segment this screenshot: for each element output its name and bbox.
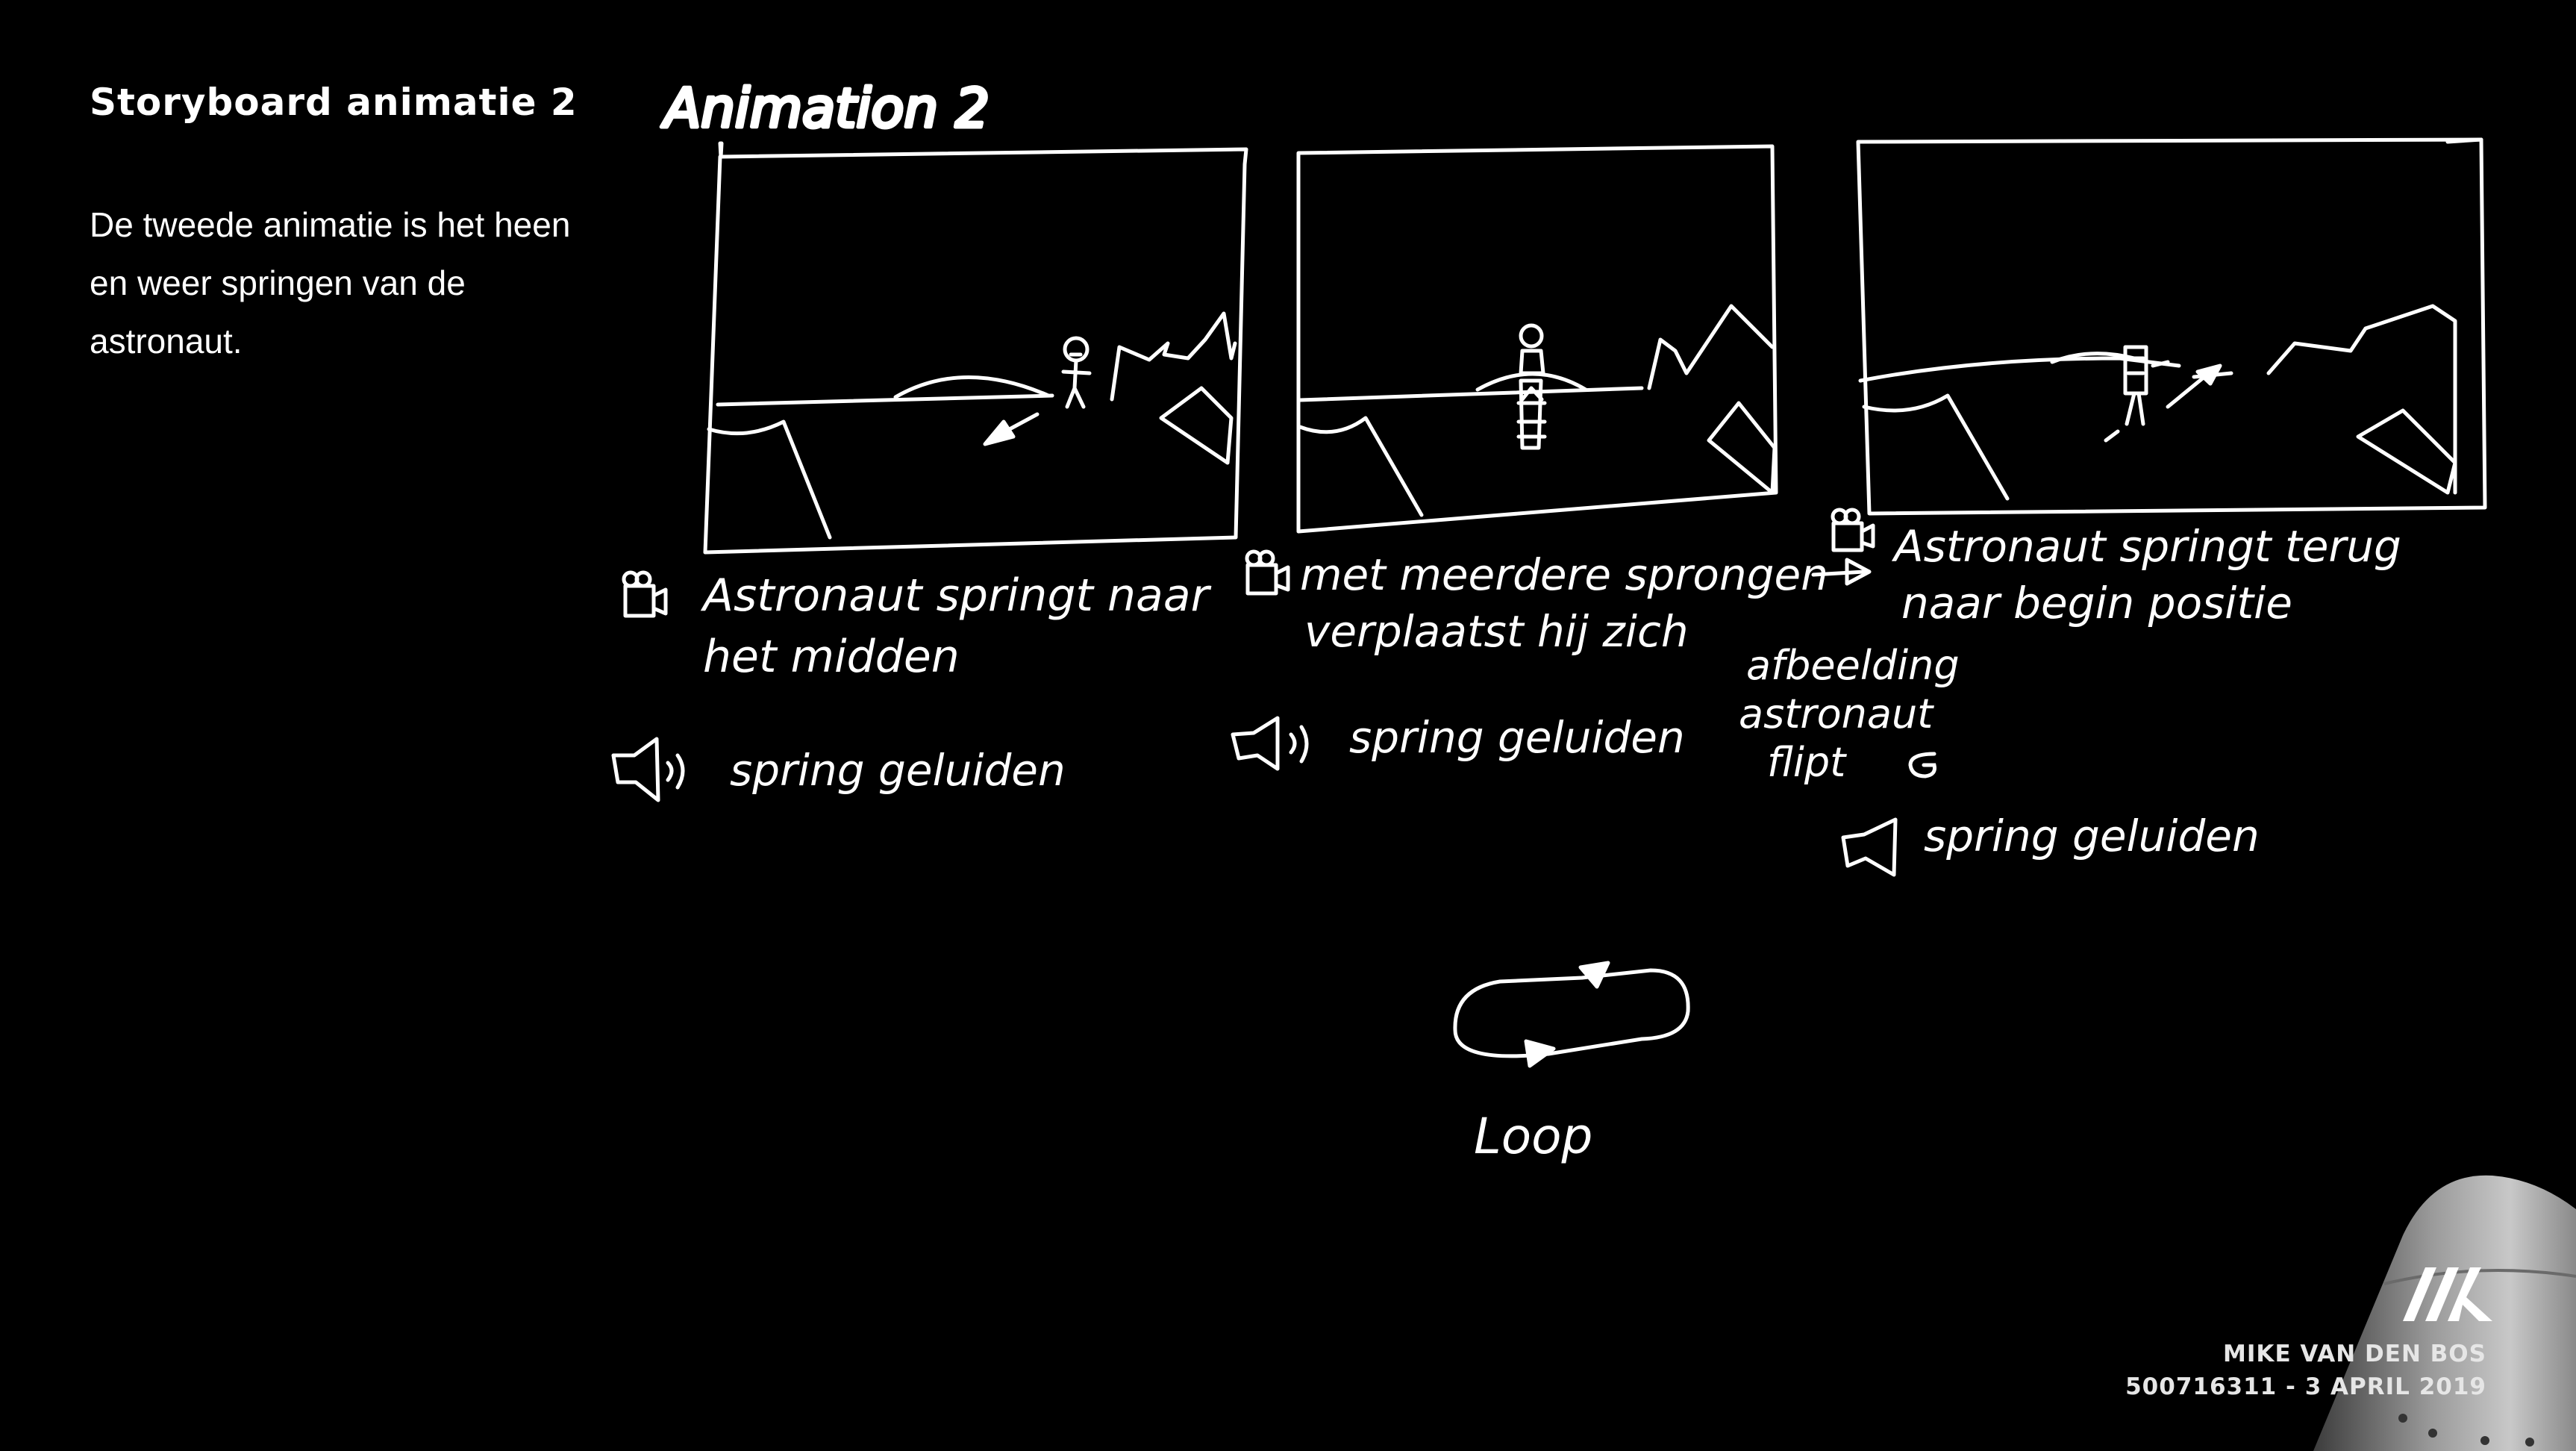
- panel-1-caption-line-2: het midden: [703, 631, 960, 683]
- speaker-icon: [1841, 817, 1898, 877]
- panel-2-sound-label: spring geluiden: [1349, 712, 1685, 763]
- sketch-heading: Animation 2: [661, 77, 990, 140]
- camera-icon: [1245, 549, 1290, 596]
- panel-3-note-line-2: astronaut: [1739, 690, 1934, 737]
- arrow-right-icon: [1811, 558, 1872, 586]
- storyboard-panel-1: [703, 141, 1248, 555]
- panel-3-caption-line-2: naar begin positie: [1901, 578, 2292, 628]
- storyboard-panel-2: [1296, 144, 1778, 534]
- author-name: MIKE VAN DEN BOS: [2223, 1341, 2486, 1367]
- panel-3-sound-label: spring geluiden: [1924, 811, 2260, 861]
- author-info: MIKE VAN DEN BOS 500716311 - 3 APRIL 201…: [2125, 1338, 2486, 1403]
- panel-2-caption-line-1: met meerdere sprongen: [1300, 549, 1828, 600]
- loop-label: Loop: [1474, 1108, 1592, 1165]
- flip-rotate-icon: [1908, 752, 1936, 778]
- panel-3-note-line-3: flipt: [1767, 739, 1847, 786]
- speaker-icon: [1231, 716, 1309, 771]
- speaker-icon: [611, 737, 685, 802]
- panel-1-sound-label: spring geluiden: [730, 745, 1066, 796]
- camera-icon: [622, 570, 668, 618]
- logo-capsule: [2313, 1164, 2576, 1451]
- panel-2-caption-line-2: verplaatst hij zich: [1304, 606, 1689, 657]
- panel-3-caption-line-1: Astronaut springt terug: [1891, 521, 2401, 572]
- mk-logo-icon: [2403, 1267, 2492, 1321]
- slide-description: De tweede animatie is het heen en weer s…: [90, 205, 571, 361]
- storyboard-panel-3: [1856, 137, 2487, 516]
- panel-3-note-line-1: afbeelding: [1746, 642, 1960, 689]
- camera-icon: [1831, 508, 1875, 552]
- author-meta: 500716311 - 3 APRIL 2019: [2125, 1373, 2486, 1400]
- loop-icon: [1453, 961, 1690, 1068]
- slide-title: Storyboard animatie 2: [90, 81, 578, 124]
- panel-1-caption-line-1: Astronaut springt naar: [700, 570, 1212, 622]
